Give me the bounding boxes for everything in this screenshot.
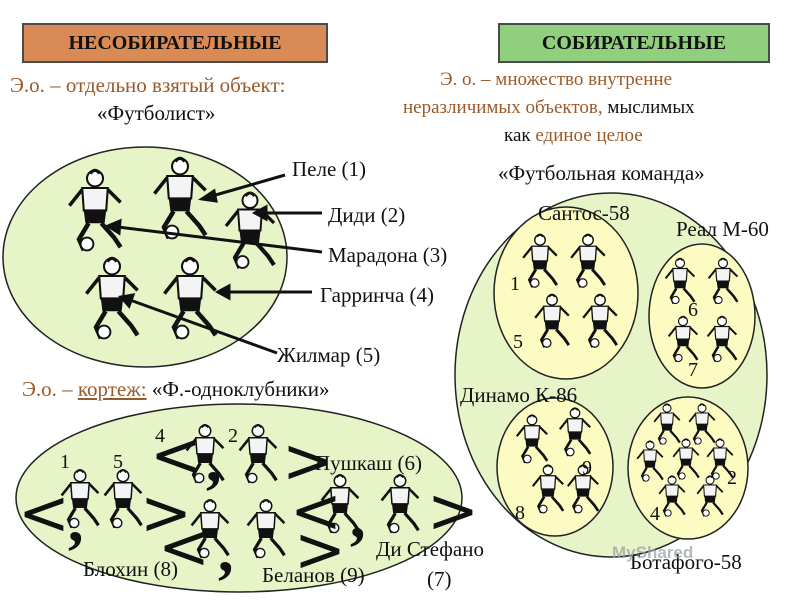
bracket-close: > [294, 513, 346, 586]
team-number: 5 [513, 331, 523, 353]
tuple-number: 1 [60, 451, 70, 473]
collective-definition-line1: Э. о. – множество внутренне [440, 69, 672, 90]
label-pele: Пеле (1) [292, 157, 367, 181]
label-dinamo: Динамо К-86 [460, 383, 578, 407]
non-collective-definition: Э.о. – отдельно взятый объект: [10, 73, 285, 98]
definition-part-b: мыслимых [607, 97, 695, 118]
team-number: 6 [688, 299, 698, 321]
label-maradona: Марадона (3) [328, 243, 448, 267]
label-santos: Сантос-58 [538, 201, 630, 225]
bracket-open: < [18, 476, 70, 549]
non-collective-header: НЕСОБИРАТЕЛЬНЫЕ [22, 23, 328, 63]
label-distefano-number: (7) [427, 567, 452, 591]
collective-definition-line3: как единое целое [504, 125, 643, 147]
tuple-definition: Э.о. – кортеж: «Ф.-одноклубники» [22, 377, 330, 402]
tuple-number: 2 [228, 425, 238, 447]
tuple-ellipse [15, 403, 463, 593]
label-garrincha: Гарринча (4) [320, 283, 435, 307]
comma: , [218, 517, 234, 585]
team-number: 1 [510, 273, 520, 295]
definition-part-d: единое целое [535, 125, 643, 146]
label-real: Реал М-60 [676, 217, 769, 241]
label-distefano: Ди Стефано [376, 537, 484, 561]
team-number: 7 [688, 359, 698, 381]
label-belanov: Беланов (9) [262, 563, 365, 587]
definition-part-a: неразличимых объектов, [403, 97, 603, 118]
bracket-open: < [150, 418, 202, 491]
name-arrows [104, 173, 323, 355]
tuple-number: 5 [113, 451, 123, 473]
label-puskas: Пушкаш (6) [315, 451, 422, 475]
team-number: 8 [515, 502, 525, 524]
definition-text: Э.о. – отдельно взятый объект: [10, 73, 286, 97]
team-number: 4 [650, 503, 660, 525]
team-number: 2 [727, 467, 737, 489]
tuple-term: кортеж: [77, 377, 147, 401]
definition-part-c: как [504, 125, 531, 146]
footballer-example: «Футболист» [97, 101, 216, 125]
tuple-prefix: Э.о. – [22, 377, 73, 401]
bracket-open: < [290, 474, 342, 547]
bracket-open: < [158, 510, 210, 583]
collective-header: СОБИРАТЕЛЬНЫЕ [498, 23, 770, 63]
label-blokhin: Блохин (8) [83, 557, 178, 581]
team-number: 9 [582, 457, 592, 479]
label-zhilmar: Жилмар (5) [277, 343, 381, 367]
comma: , [68, 487, 84, 555]
label-didi: Диди (2) [328, 203, 406, 227]
tuple-example: «Ф.-одноклубники» [151, 377, 330, 401]
bracket-close: > [427, 474, 479, 547]
label-botafogo: Ботафого-58 [630, 550, 742, 574]
real-team [648, 243, 756, 389]
botafogo-team [627, 396, 749, 540]
comma: , [206, 427, 222, 495]
watermark-logo: MyShared [612, 543, 694, 562]
team-example: «Футбольная команда» [498, 161, 705, 185]
collective-definition-line2: неразличимых объектов, мыслимых [403, 97, 695, 119]
tuple-number: 4 [155, 425, 165, 447]
comma: , [350, 483, 366, 551]
bracket-close: > [282, 424, 334, 497]
bracket-close: > [140, 476, 192, 549]
